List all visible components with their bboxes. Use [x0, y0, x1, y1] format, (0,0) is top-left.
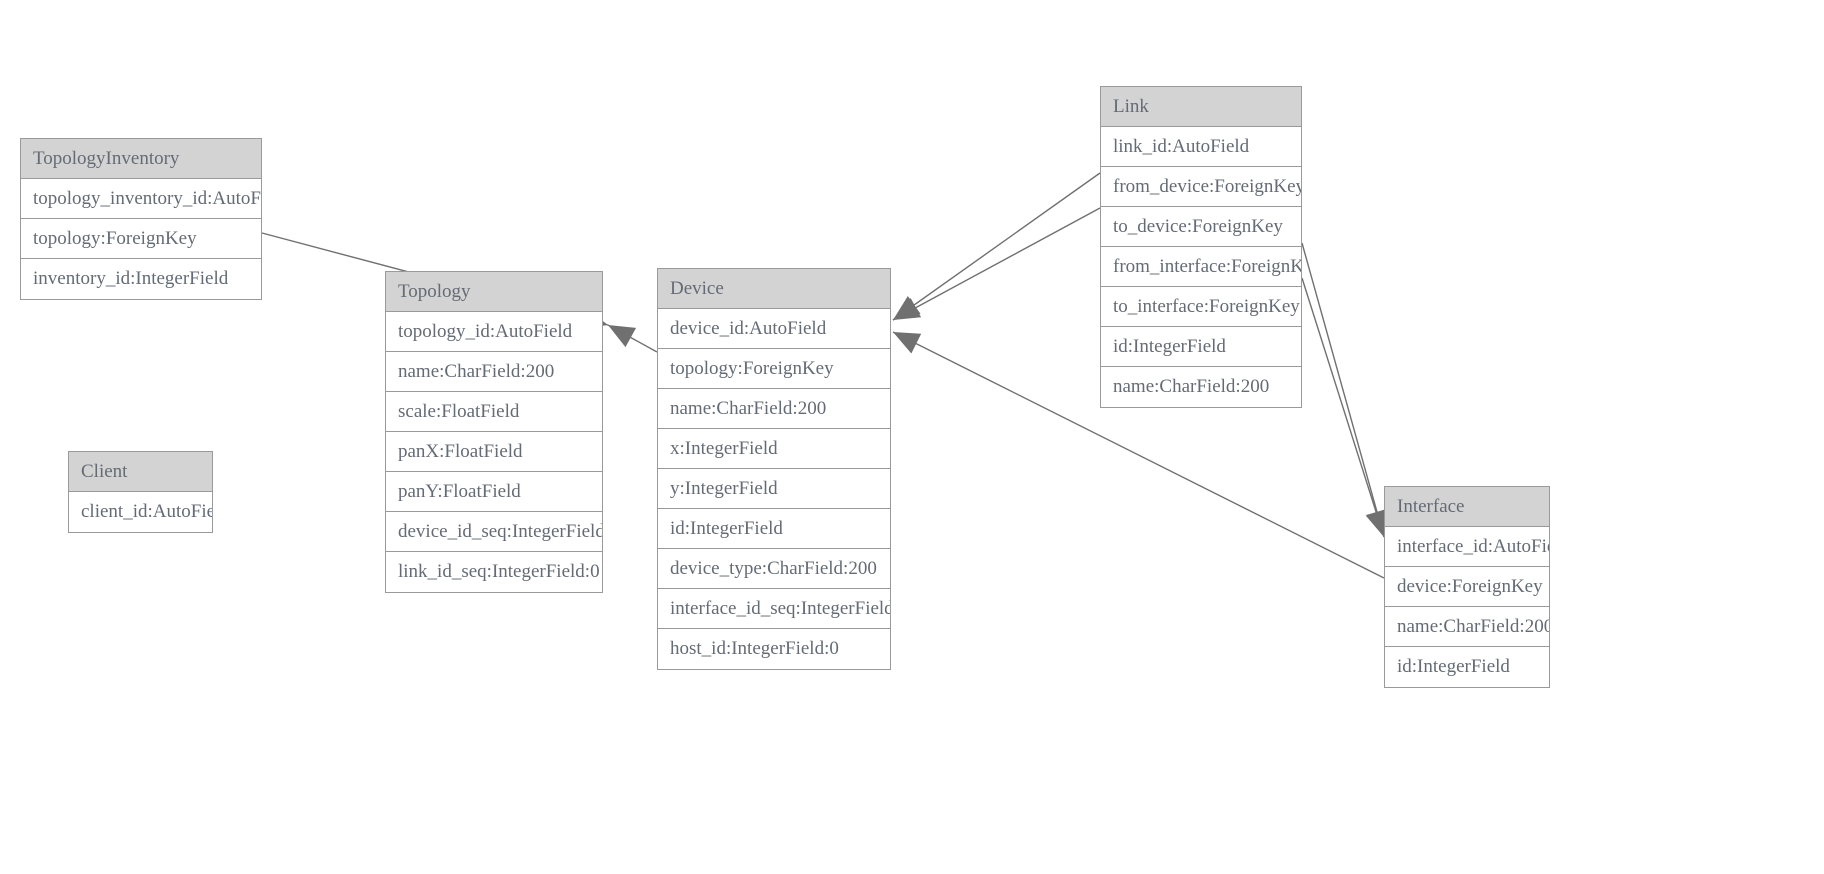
entity-field: topology_id:AutoField	[386, 312, 602, 352]
relationship-line	[1301, 277, 1385, 538]
entity-field: to_interface:ForeignKey	[1101, 287, 1301, 327]
entity-field: name:CharField:200	[1385, 607, 1549, 647]
entity-field: scale:FloatField	[386, 392, 602, 432]
entity-field: y:IntegerField	[658, 469, 890, 509]
entity-field: topology_inventory_id:AutoField	[21, 179, 261, 219]
entity-field: topology:ForeignKey	[21, 219, 261, 259]
entity-field: device:ForeignKey	[1385, 567, 1549, 607]
relationship-arrowhead-icon	[893, 332, 922, 354]
entity-field: x:IntegerField	[658, 429, 890, 469]
entity-table-client[interactable]: Client client_id:AutoField	[68, 451, 213, 533]
entity-field: name:CharField:200	[658, 389, 890, 429]
relationship-arrowhead-icon	[608, 325, 637, 348]
entity-field: inventory_id:IntegerField	[33, 268, 229, 289]
entity-field: from_device:ForeignKey	[1101, 167, 1301, 207]
entity-table-interface[interactable]: Interfaceinterface_id:AutoFielddevice:Fo…	[1384, 486, 1550, 688]
entity-title-interface: Interface	[1385, 487, 1549, 527]
entity-field: id:IntegerField	[658, 509, 890, 549]
entity-field: device_type:CharField:200	[658, 549, 890, 589]
relationship-link-from-device-to-device	[892, 172, 1101, 321]
entity-field: panX:FloatField	[386, 432, 602, 472]
relationship-device-to-topology	[607, 324, 658, 353]
entity-field: panY:FloatField	[386, 472, 602, 512]
relationship-line	[892, 207, 1101, 321]
entity-field: id:IntegerField	[1101, 327, 1301, 367]
entity-field: link_id_seq:IntegerField:0	[398, 561, 600, 582]
entity-field: interface_id_seq:IntegerField:0	[658, 589, 890, 629]
entity-field: to_device:ForeignKey	[1101, 207, 1301, 247]
entity-field-list-client: client_id:AutoField	[69, 492, 212, 532]
entity-title-topology_inventory: TopologyInventory	[21, 139, 261, 179]
relationship-line	[892, 172, 1101, 321]
entity-field: id:IntegerField	[1397, 656, 1510, 677]
entity-field: host_id:IntegerField:0	[670, 638, 839, 659]
relationship-arrowhead-icon	[893, 295, 921, 320]
entity-field: link_id:AutoField	[1101, 127, 1301, 167]
entity-field: interface_id:AutoField	[1385, 527, 1549, 567]
relationship-link-from-interface-to-interface	[1301, 242, 1388, 538]
relationship-link-to-device-to-device	[892, 207, 1101, 321]
entity-field: name:CharField:200	[386, 352, 602, 392]
relationship-arrowhead-icon	[893, 297, 922, 320]
relationship-link-to-interface-to-interface	[1301, 277, 1387, 538]
relationship-line	[1301, 242, 1385, 538]
entity-title-topology: Topology	[386, 272, 602, 312]
entity-field: name:CharField:200	[1113, 376, 1270, 397]
entity-field: client_id:AutoField	[81, 501, 212, 522]
entity-title-link: Link	[1101, 87, 1301, 127]
relationship-line	[607, 324, 658, 353]
entity-field-list-topology_inventory: topology_inventory_id:AutoFieldtopology:…	[21, 179, 261, 299]
entity-field: device_id_seq:IntegerField:0	[386, 512, 602, 552]
entity-field: topology:ForeignKey	[658, 349, 890, 389]
entity-field: from_interface:ForeignKey	[1101, 247, 1301, 287]
entity-title-client: Client	[69, 452, 212, 492]
entity-title-device: Device	[658, 269, 890, 309]
entity-field: device_id:AutoField	[658, 309, 890, 349]
entity-field-list-interface: interface_id:AutoFielddevice:ForeignKeyn…	[1385, 527, 1549, 687]
